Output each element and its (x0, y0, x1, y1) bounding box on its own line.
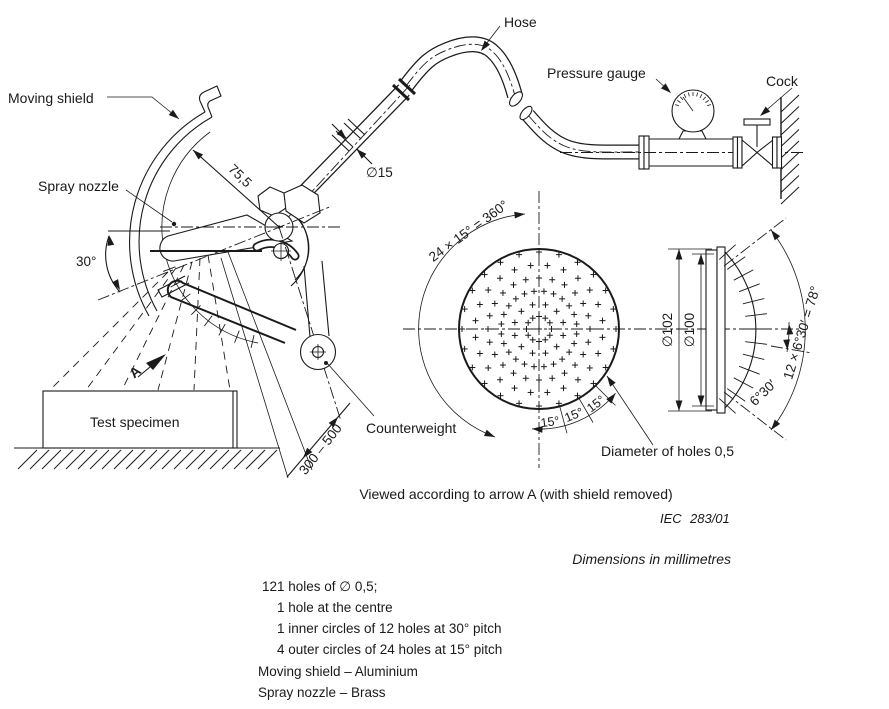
dimension-75-5 (190, 147, 280, 228)
label-pressure-gauge: Pressure gauge (547, 65, 646, 81)
dimension-30deg (105, 234, 124, 293)
note-outer: 4 outer circles of 24 holes at 15° pitch (277, 642, 502, 657)
dim-12x630: 12 × 6°30′ = 78° (780, 284, 823, 381)
dim-15c: 15° (584, 393, 608, 416)
label-holes-diameter: Diameter of holes 0,5 (601, 443, 734, 459)
dimension-d15 (331, 123, 373, 165)
label-cock: Cock (766, 73, 799, 89)
label-hose: Hose (504, 14, 537, 30)
iec-doc-number: 283/01 (689, 511, 730, 526)
dimension-300-500 (286, 402, 351, 478)
dim-15b: 15° (563, 405, 586, 425)
cock-valve (732, 118, 783, 169)
supply-pipe (519, 105, 803, 170)
test-specimen (14, 390, 280, 470)
note-centre: 1 hole at the centre (277, 600, 393, 615)
gauge-needle (682, 96, 694, 112)
note-nozzle-material: Spray nozzle – Brass (258, 685, 386, 700)
inclined-pipe (281, 77, 417, 225)
dim-15a: 15° (540, 414, 560, 430)
label-counterweight: Counterweight (366, 420, 456, 436)
hose (399, 36, 524, 107)
dim-d15: ∅15 (366, 165, 393, 180)
label-spray-nozzle: Spray nozzle (38, 178, 119, 194)
dim-d100: ∅100 (682, 313, 697, 347)
front-view (403, 191, 802, 468)
note-holes: 121 holes of ∅ 0,5; (262, 579, 377, 594)
arrow-a (137, 354, 166, 378)
label-test-specimen: Test specimen (90, 414, 179, 430)
note-inner: 1 inner circles of 12 holes at 30° pitch (277, 621, 502, 636)
iec-label: IEC (660, 511, 682, 526)
units-note: Dimensions in millimetres (572, 551, 731, 567)
note-shield-material: Moving shield – Aluminium (258, 664, 418, 679)
dim-300-500: 300 – 500 (296, 421, 345, 478)
caption-view-note: Viewed according to arrow A (with shield… (359, 486, 672, 502)
label-arrow-a: A (126, 362, 144, 381)
dim-24x15: 24 × 15° = 360° (426, 197, 511, 264)
label-moving-shield: Moving shield (8, 90, 94, 106)
pressure-gauge (671, 89, 715, 140)
spray-nozzle-assembly (97, 131, 342, 422)
wall (780, 94, 800, 205)
side-view (668, 217, 813, 441)
dim-30deg: 30° (76, 254, 96, 269)
spray-fan (49, 251, 313, 479)
leaders (107, 25, 793, 446)
dim-d102: ∅102 (660, 313, 675, 347)
dim-75-5: 75,5 (225, 161, 254, 190)
dim-630: 6°30′ (747, 376, 780, 408)
